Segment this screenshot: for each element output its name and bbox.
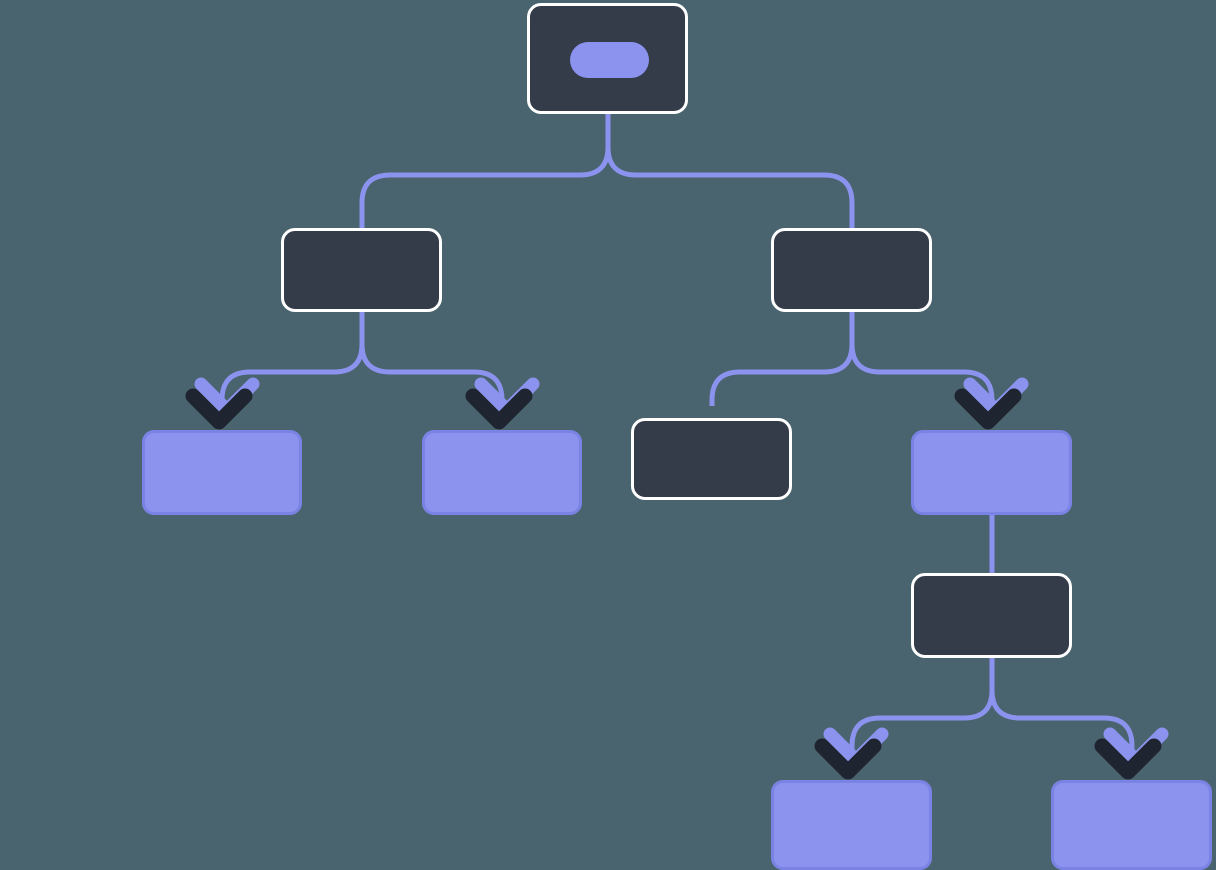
tree-node-n0[interactable] [527, 3, 688, 114]
tree-node-n6[interactable] [911, 430, 1072, 515]
tree-node-n8[interactable] [771, 780, 932, 870]
tree-node-n3[interactable] [142, 430, 302, 515]
tree-node-n5[interactable] [631, 418, 792, 500]
node-pill-badge [570, 42, 649, 78]
tree-node-n9[interactable] [1051, 780, 1212, 870]
tree-node-n4[interactable] [422, 430, 582, 515]
tree-node-n1[interactable] [281, 228, 442, 312]
tree-node-n7[interactable] [911, 573, 1072, 658]
tree-node-n2[interactable] [771, 228, 932, 312]
